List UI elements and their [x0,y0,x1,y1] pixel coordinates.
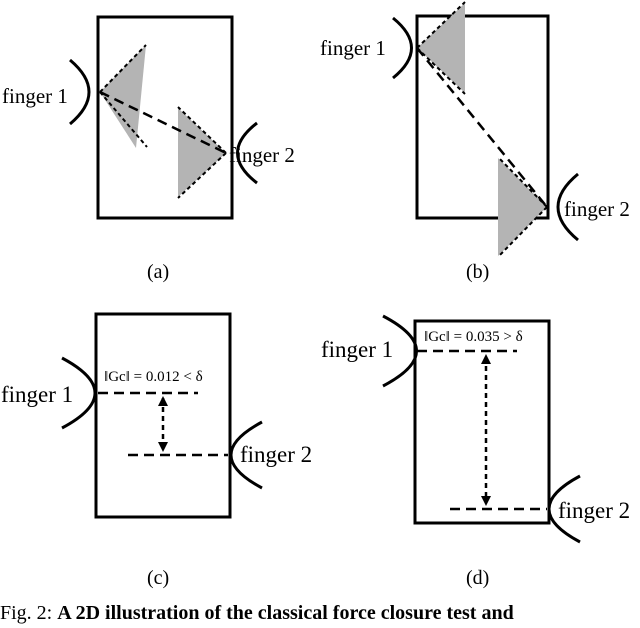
panel-a-label: (a) [147,261,169,283]
finger-2-label: finger 2 [558,498,630,523]
grasp-line [99,90,227,155]
finger-1-contact [392,16,413,80]
friction-cone-2 [498,158,547,256]
finger-1-contact [382,314,418,388]
finger-2-contact [236,121,258,185]
arrow-head-down [481,496,491,506]
panel-b: finger 1 finger 2 (b) [320,1,630,283]
object-rectangle [96,15,234,220]
object-rectangle [415,14,550,220]
friction-cone-1-edge [99,91,148,148]
gc-annotation: ‖Gc‖ = 0.035 > δ [424,329,523,345]
object-rectangle [413,319,551,525]
arrow-head-down [158,442,168,452]
arrow-head-up [158,396,168,406]
friction-cone-1-edge [99,44,147,93]
gc-annotation: ‖Gc‖ = 0.012 < δ [104,369,203,385]
friction-cone-2-edge [497,156,548,208]
grasp-line [416,47,548,208]
finger-1-label: finger 1 [2,84,68,108]
friction-cone-1 [100,45,146,148]
finger-2-contact [556,172,579,242]
arrow-head-up [481,354,491,364]
panel-d: ‖Gc‖ = 0.035 > δ finger 1 finger 2 (d) [321,314,630,589]
figure-caption: Fig. 2: A 2D illustration of the classic… [0,598,640,628]
friction-cone-2-edge [497,206,548,258]
caption-prefix: Fig. 2: [0,602,58,624]
finger-2-contact [547,474,581,544]
friction-cone-2-edge [177,152,227,199]
friction-cone-1 [417,3,465,93]
caption-bold-title: A 2D illustration of the classical force… [57,602,514,624]
finger-1-label: finger 1 [320,36,386,60]
panel-a: finger 1 finger 2 (a) [2,15,295,283]
panel-b-label: (b) [466,261,489,283]
object-rectangle [94,312,232,519]
panel-c: ‖Gc‖ = 0.012 < δ finger 1 finger 2 (c) [1,312,312,589]
finger-2-label: finger 2 [229,143,295,167]
finger-2-label: finger 2 [240,442,312,467]
panel-d-label: (d) [466,567,489,589]
panel-c-label: (c) [147,567,169,589]
friction-cone-2 [178,108,226,197]
finger-1-label: finger 1 [1,382,73,407]
finger-2-label: finger 2 [564,197,630,221]
finger-1-contact [69,58,91,126]
finger-1-contact [61,356,97,430]
finger-1-label: finger 1 [321,337,393,362]
finger-2-contact [229,420,263,490]
